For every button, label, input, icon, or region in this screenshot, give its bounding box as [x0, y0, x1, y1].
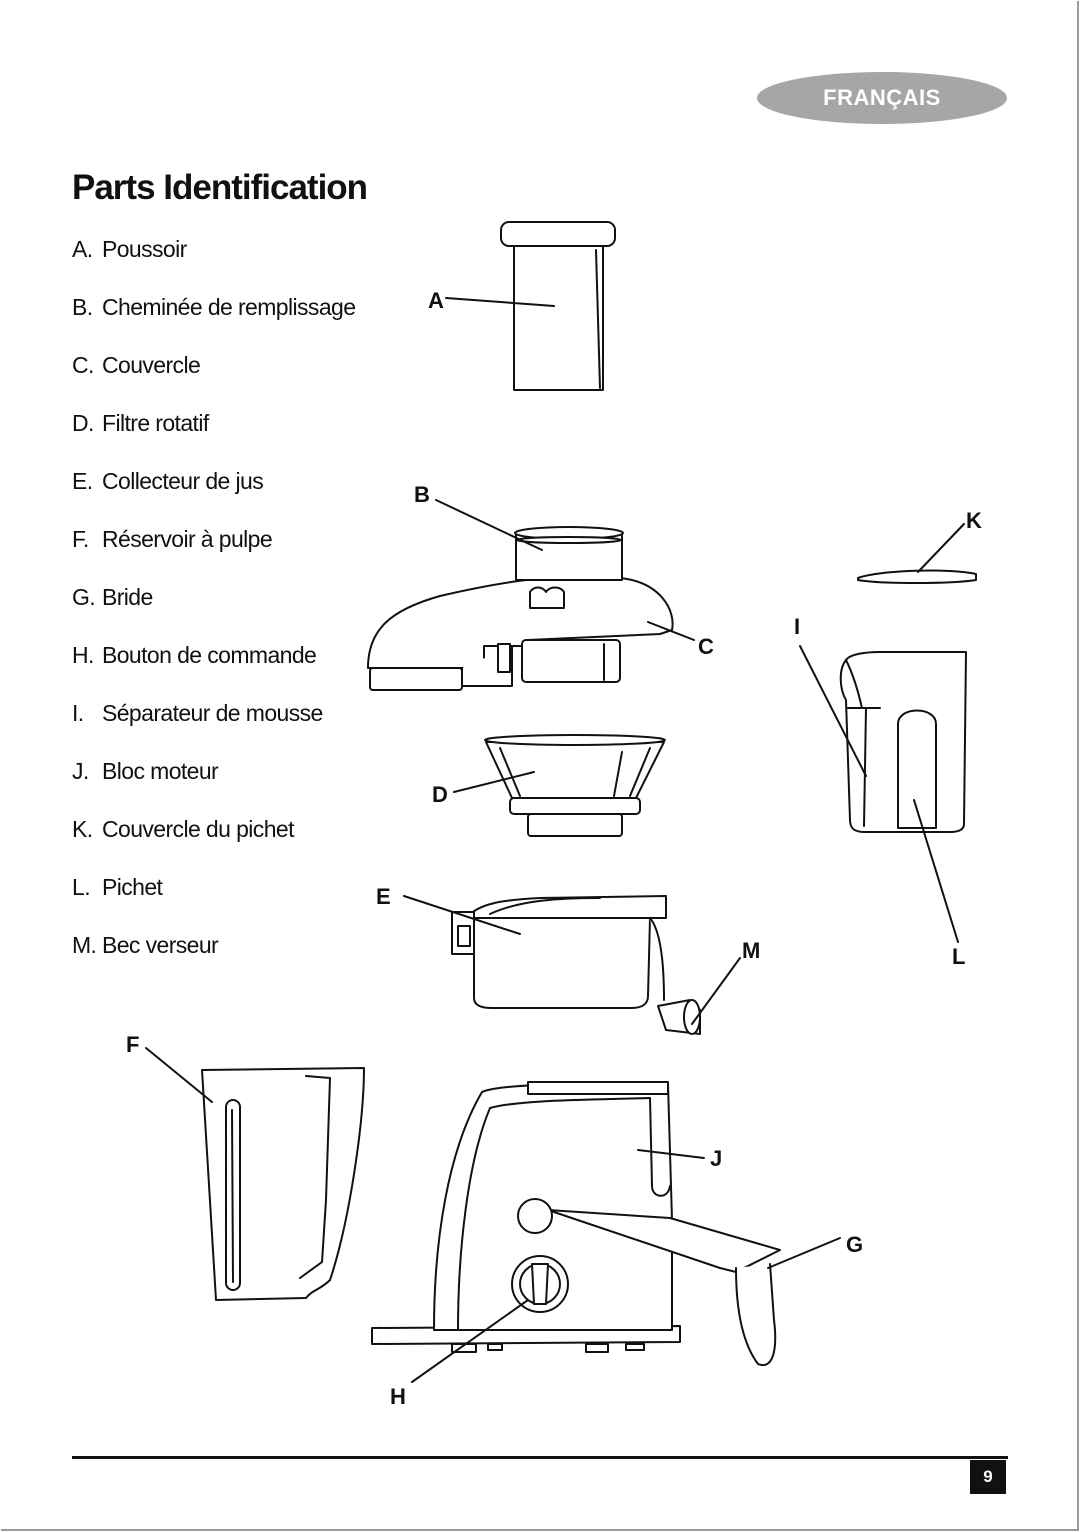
leader-line-l	[913, 799, 959, 943]
part-name: Bloc moteur	[102, 758, 219, 784]
part-item-m: M.Bec verseur	[72, 932, 355, 990]
part-name: Couvercle	[102, 352, 201, 378]
jug-lid-illustration	[857, 569, 977, 584]
language-tab: FRANÇAIS	[757, 72, 1007, 124]
part-name: Poussoir	[102, 236, 187, 262]
part-name: Bouton de commande	[102, 642, 317, 668]
part-letter: H.	[72, 642, 94, 668]
part-item-k: K. Couvercle du pichet	[72, 816, 355, 874]
leader-line-i	[799, 645, 867, 777]
leader-line-e	[403, 895, 521, 935]
part-item-l: L. Pichet	[72, 874, 355, 932]
juice-collector-illustration	[451, 895, 701, 1035]
pulp-container-illustration	[201, 1067, 365, 1301]
leader-line-m	[691, 957, 741, 1025]
part-item-h: H. Bouton de commande	[72, 642, 355, 700]
jug-illustration	[839, 651, 967, 833]
leader-line-k	[917, 523, 965, 573]
part-name: Collecteur de jus	[102, 468, 264, 494]
part-item-e: E. Collecteur de jus	[72, 468, 355, 526]
part-letter: B.	[72, 294, 93, 320]
part-letter: A.	[72, 236, 93, 262]
callout-j: J	[710, 1146, 722, 1171]
language-tab-label: FRANÇAIS	[823, 85, 941, 110]
page-number-label: 9	[983, 1467, 993, 1486]
leader-line-b	[435, 499, 543, 551]
part-letter: L.	[72, 874, 91, 900]
parts-list: A.Poussoir B.Cheminée de remplissage C.C…	[72, 236, 356, 990]
motor-base-illustration	[371, 1081, 781, 1367]
leader-line-j	[637, 1149, 705, 1159]
leader-line-g	[767, 1237, 841, 1269]
leader-line-d	[453, 771, 535, 793]
lid-illustration	[367, 526, 674, 691]
callout-m: M	[742, 938, 760, 963]
part-item-a: A. Poussoir	[72, 236, 355, 294]
part-letter: D.	[72, 410, 94, 436]
part-name: Cheminée de remplissage	[102, 294, 356, 320]
callout-h: H	[390, 1384, 406, 1409]
part-name: Bride	[102, 584, 153, 610]
part-letter: J.	[72, 758, 89, 784]
callout-k: K	[966, 508, 982, 533]
callout-a: A	[428, 288, 444, 313]
part-item-f: F. Réservoir à pulpe	[72, 526, 355, 584]
callout-g: G	[846, 1232, 863, 1257]
pusher-illustration	[500, 221, 616, 391]
footer-rule	[72, 1456, 1008, 1459]
part-name: Bec verseur	[102, 932, 219, 958]
part-name: Réservoir à pulpe	[102, 526, 273, 552]
filter-basket-illustration	[484, 734, 666, 837]
part-letter: I.	[72, 700, 84, 726]
part-letter: F.	[72, 526, 89, 552]
callout-b: B	[414, 482, 430, 507]
part-letter: C.	[72, 352, 94, 378]
part-item-g: G.Bride	[72, 584, 355, 642]
part-letter: K.	[72, 816, 93, 842]
part-item-i: I. Séparateur de mousse	[72, 700, 355, 758]
part-name: Filtre rotatif	[102, 410, 209, 436]
part-letter: M.	[72, 932, 97, 958]
callout-l: L	[952, 944, 965, 969]
part-name: Séparateur de mousse	[102, 700, 323, 726]
callout-c: C	[698, 634, 714, 659]
leader-lines	[145, 297, 965, 1383]
leader-line-h	[411, 1299, 529, 1383]
callout-e: E	[376, 884, 391, 909]
part-letter: E.	[72, 468, 93, 494]
part-item-c: C. Couvercle	[72, 352, 355, 410]
callout-f: F	[126, 1032, 139, 1057]
leader-line-f	[145, 1047, 213, 1103]
part-item-d: D. Filtre rotatif	[72, 410, 355, 468]
part-name: Pichet	[102, 874, 163, 900]
part-item-j: J. Bloc moteur	[72, 758, 355, 816]
part-name: Couvercle du pichet	[102, 816, 294, 842]
callout-i: I	[794, 614, 800, 639]
page-title: Parts Identification	[72, 168, 368, 207]
part-letter: G.	[72, 584, 96, 610]
leader-line-c	[647, 621, 695, 641]
callout-d: D	[432, 782, 448, 807]
page-number: 9	[970, 1460, 1006, 1494]
part-item-b: B. Cheminée de remplissage	[72, 294, 356, 352]
leader-line-a	[445, 297, 555, 307]
